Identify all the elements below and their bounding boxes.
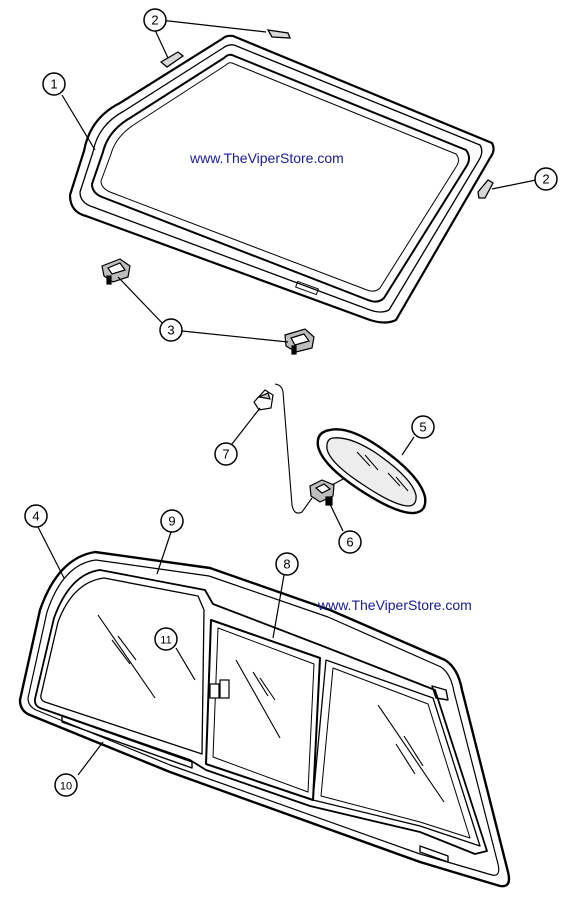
callout-label: 7 <box>222 447 229 462</box>
center-slider-pane <box>205 619 321 801</box>
callout-3-lower-support: 3 <box>159 318 183 342</box>
callout-label: 3 <box>167 323 174 338</box>
callout-10-lower-channel: 10 <box>54 773 78 797</box>
rear-window-outer-frame <box>18 550 511 888</box>
callout-8-center-slider-glass: 8 <box>275 552 299 576</box>
windshield-vin-notch <box>295 280 319 296</box>
rearview-mirror-icon <box>316 428 427 515</box>
right-pane-inner <box>320 667 471 839</box>
callout-circle <box>338 530 362 554</box>
center-slider-inner <box>212 627 315 793</box>
callout-circle <box>154 627 178 651</box>
rear-window-assembly <box>18 550 511 888</box>
callout-9-rear-window-seal: 9 <box>160 509 184 533</box>
windshield-outer-inner-line <box>79 44 483 313</box>
lower-support-left-icon <box>101 258 131 285</box>
windshield-glass-inner <box>100 62 459 292</box>
seal-corner-notch <box>431 685 449 701</box>
bottom-notch <box>419 845 449 863</box>
windshield-outer-edge <box>68 34 495 324</box>
glass-reflection-lines <box>97 614 445 803</box>
callout-circle <box>411 415 435 439</box>
callout-5-rearview-mirror: 5 <box>411 415 435 439</box>
callout-circle <box>24 504 48 528</box>
callout-label: 10 <box>60 781 72 793</box>
callout-label: 4 <box>32 509 39 524</box>
rear-window-glass-area <box>33 569 488 855</box>
callout-11-slider-latch: 11 <box>154 627 178 651</box>
callout-layer: 1 2 2 3 4 5 6 7 8 9 10 11 <box>24 8 558 797</box>
mirror-bracket-icon <box>309 477 346 506</box>
callout-label: 11 <box>160 635 171 647</box>
right-fixed-pane <box>312 659 481 847</box>
left-clip-icon <box>159 51 185 68</box>
callout-6-mirror-bracket: 6 <box>338 530 362 554</box>
callout-circle <box>143 8 167 32</box>
callout-circle <box>160 509 184 533</box>
callout-4-rear-window-frame: 4 <box>24 504 48 528</box>
callout-label: 2 <box>151 13 158 28</box>
callout-1-windshield: 1 <box>42 72 66 96</box>
callout-label: 5 <box>419 420 426 435</box>
rear-window-outer-inner-line <box>27 559 500 876</box>
callout-label: 1 <box>50 77 57 92</box>
callout-circle <box>42 72 66 96</box>
windshield-glass-edge <box>91 53 470 303</box>
watermark-bottom: www.TheViperStore.com <box>318 597 472 613</box>
top-clip-icon <box>266 29 291 39</box>
callout-2-side-clip: 2 <box>534 167 558 191</box>
callout-circle <box>214 442 238 466</box>
mirror-wire <box>274 383 313 514</box>
callout-circle <box>54 773 78 797</box>
callout-2-top-clip: 2 <box>143 8 167 32</box>
callout-circle <box>159 318 183 342</box>
callout-label: 8 <box>283 557 290 572</box>
callout-circle <box>275 552 299 576</box>
side-clip-icon <box>477 179 494 199</box>
callout-7-mirror-mount-button: 7 <box>214 442 238 466</box>
callout-label: 6 <box>346 535 353 550</box>
lower-channel-strip <box>61 715 193 769</box>
slider-latch-icon <box>209 679 230 699</box>
watermark-top: www.TheViperStore.com <box>190 150 344 166</box>
leader-lines <box>37 19 537 776</box>
callout-label: 9 <box>168 514 175 529</box>
mirror-mount-button-icon <box>253 389 274 411</box>
left-fixed-pane <box>40 577 205 755</box>
lower-support-right-icon <box>284 328 315 355</box>
callout-label: 2 <box>542 172 549 187</box>
windshield-assembly <box>68 34 495 324</box>
callout-circle <box>534 167 558 191</box>
